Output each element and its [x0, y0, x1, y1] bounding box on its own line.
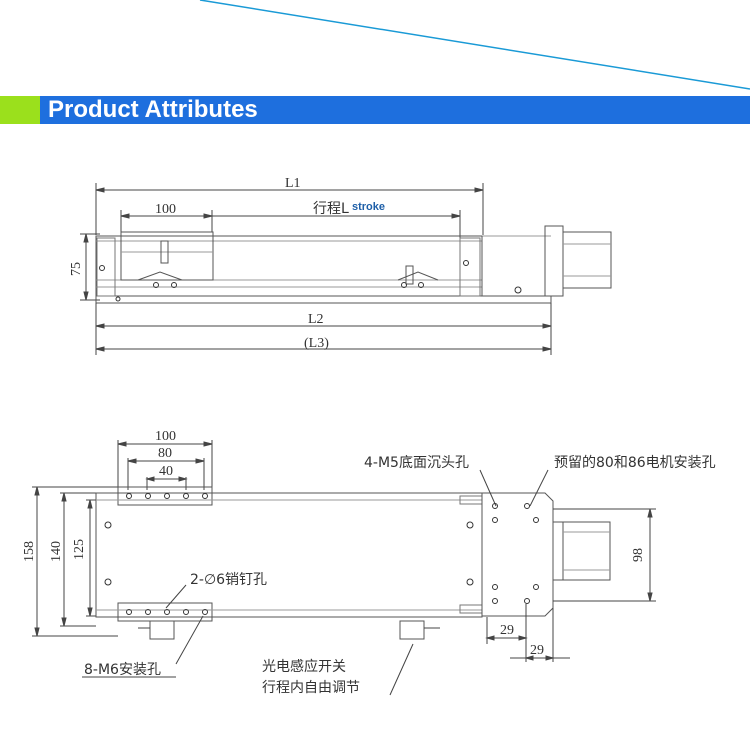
label-158: 158 — [22, 541, 37, 562]
note-m6-holes: 8-M6安装孔 — [84, 662, 161, 678]
note-sensor-line2: 行程内自由调节 — [262, 680, 360, 696]
banner-green-bar — [0, 96, 40, 124]
label-L2: L2 — [308, 312, 324, 327]
label-98: 98 — [631, 548, 646, 562]
label-plan-80: 80 — [158, 446, 172, 461]
label-75: 75 — [69, 262, 84, 276]
section-title: Product Attributes — [48, 96, 258, 123]
label-plan-40: 40 — [159, 464, 173, 479]
label-stroke: 行程L — [313, 201, 349, 217]
label-stroke-sub: stroke — [352, 201, 385, 213]
label-125: 125 — [72, 539, 87, 560]
section-banner: Product Attributes — [0, 96, 750, 124]
label-plan-100: 100 — [155, 429, 176, 444]
decorative-line — [199, 0, 750, 90]
note-m5-countersunk: 4-M5底面沉头孔 — [364, 455, 469, 471]
note-sensor-line1: 光电感应开关 — [262, 658, 346, 675]
label-29-b: 29 — [530, 643, 544, 658]
label-L3: (L3) — [304, 336, 329, 351]
banner-blue-bar — [40, 96, 750, 124]
note-pin-holes: 2-∅6销钉孔 — [190, 572, 267, 588]
label-top-100: 100 — [155, 202, 176, 217]
label-29-a: 29 — [500, 623, 514, 638]
note-motor-holes: 预留的80和86电机安装孔 — [554, 455, 716, 471]
label-140: 140 — [49, 541, 64, 562]
label-L1: L1 — [285, 176, 301, 191]
